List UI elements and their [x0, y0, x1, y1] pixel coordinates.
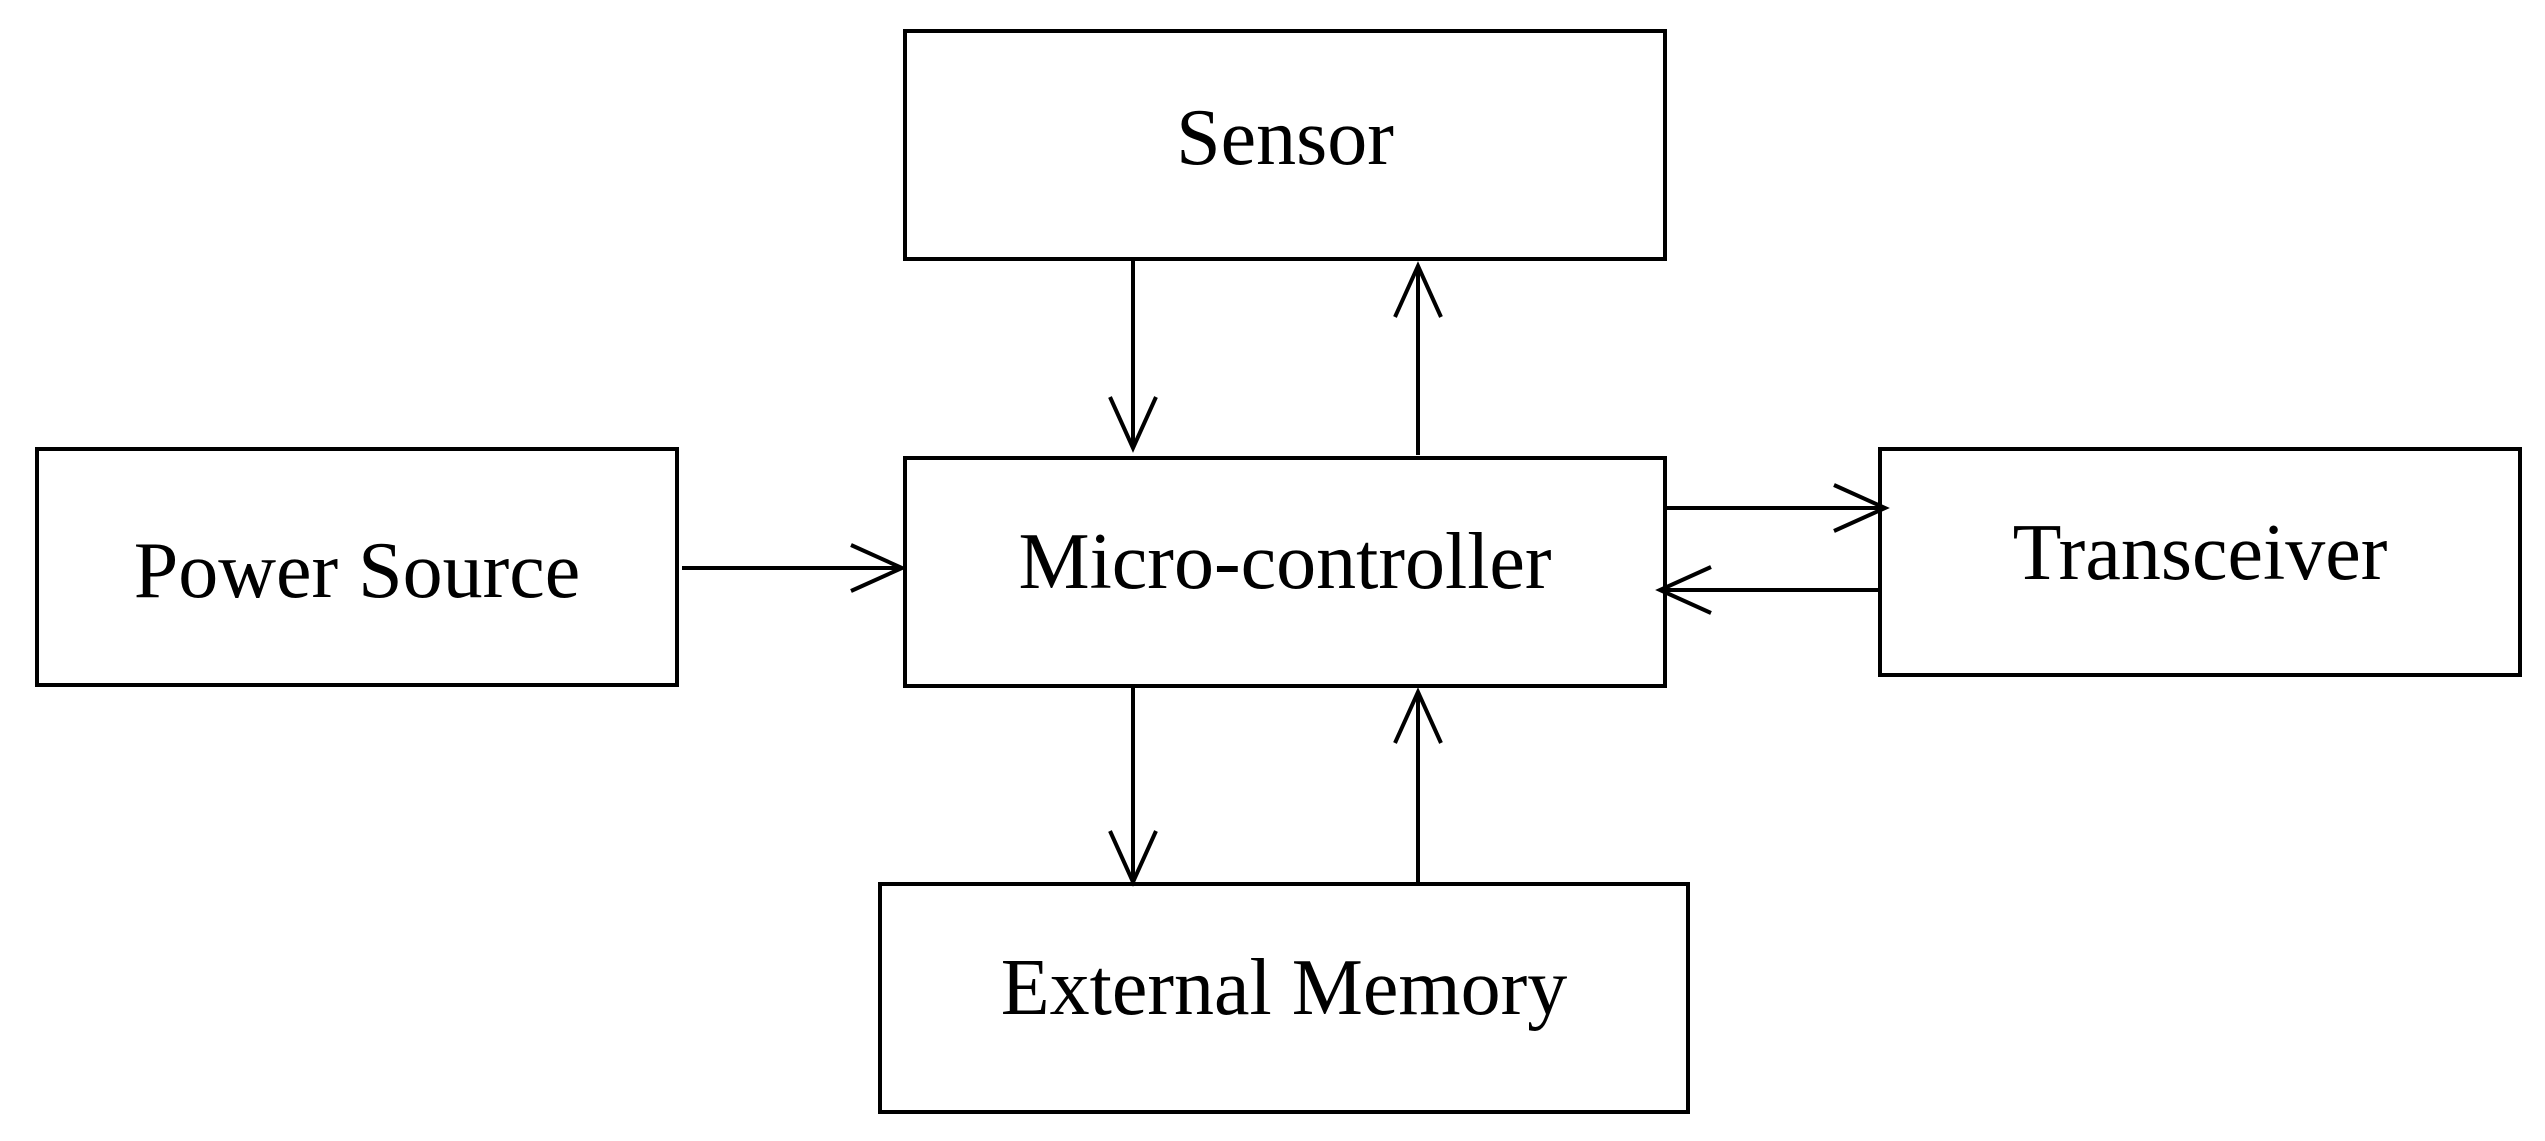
- arrow-power-source-to-microcontroller: [682, 543, 907, 593]
- sensor-label: Sensor: [1176, 94, 1394, 182]
- arrow-microcontroller-to-external-memory: [1108, 686, 1158, 887]
- arrow-sensor-to-microcontroller: [1108, 259, 1158, 453]
- microcontroller-label: Micro-controller: [1018, 518, 1551, 606]
- arrow-microcontroller-to-transceiver: [1665, 483, 1890, 533]
- arrow-external-memory-to-microcontroller: [1393, 687, 1443, 884]
- arrow-microcontroller-to-sensor: [1393, 261, 1443, 455]
- transceiver-block: Transceiver: [1878, 447, 2522, 677]
- external-memory-block: External Memory: [878, 882, 1690, 1114]
- arrow-transceiver-to-microcontroller: [1655, 565, 1880, 615]
- microcontroller-block: Micro-controller: [903, 456, 1667, 688]
- transceiver-label: Transceiver: [2013, 509, 2388, 597]
- sensor-block: Sensor: [903, 29, 1667, 261]
- external-memory-label: External Memory: [1001, 944, 1567, 1032]
- power-source-label: Power Source: [134, 527, 581, 615]
- power-source-block: Power Source: [35, 447, 679, 687]
